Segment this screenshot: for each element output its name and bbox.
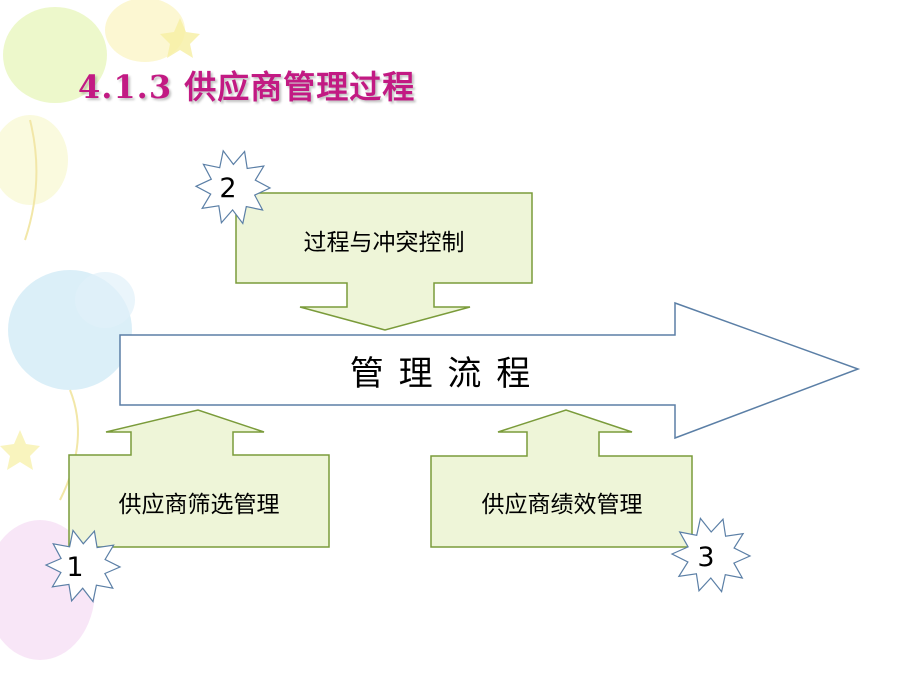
supplier-performance-label: 供应商绩效管理 (482, 492, 643, 518)
process-control-label: 过程与冲突控制 (304, 230, 465, 256)
page-title: 4.1.3 供应商管理过程 (78, 68, 416, 106)
badge-1-starburst: 1 (44, 528, 122, 604)
badge-2-number: 2 (219, 173, 236, 204)
badge-1-number: 1 (66, 552, 83, 583)
main-flow-label: 管 理 流 程 (350, 354, 532, 394)
main-flow-arrow (119, 301, 861, 440)
badge-3-starburst: 3 (670, 517, 752, 593)
supplier-selection-label: 供应商筛选管理 (119, 492, 280, 518)
supplier-performance-box (430, 409, 693, 548)
supplier-selection-box (68, 409, 330, 548)
badge-2-starburst: 2 (194, 149, 272, 225)
process-control-box (235, 192, 533, 331)
badge-3-number: 3 (697, 542, 714, 573)
